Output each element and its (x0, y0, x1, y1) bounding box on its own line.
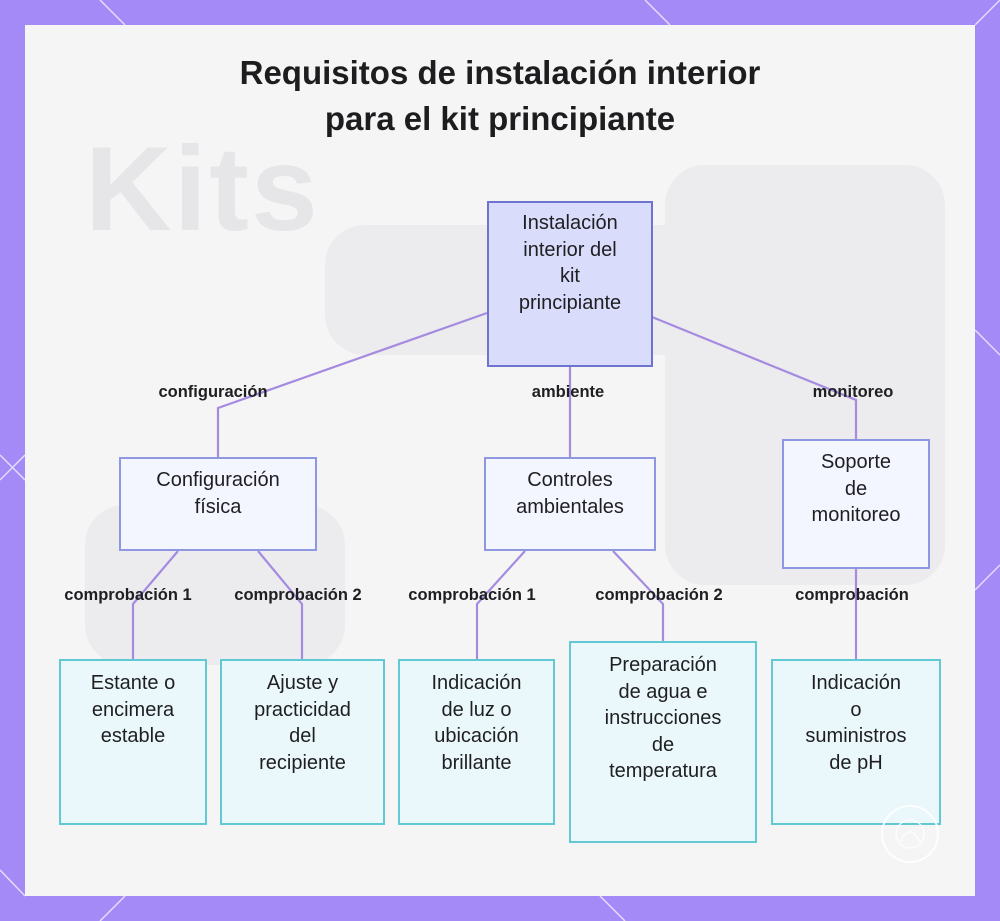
leaf-indicacion-ph: Indicación o suministros de pH (771, 659, 941, 825)
diagram-title: Requisitos de instalación interior para … (239, 54, 761, 137)
leaf-ajuste-recipiente: Ajuste y practicidad del recipiente (220, 659, 385, 825)
edge-label-monitoreo: monitoreo (812, 383, 894, 401)
edge-root-monitoreo (651, 315, 858, 439)
node-soporte-monitoreo: Soporte de monitoreo (782, 439, 930, 569)
edge-ambiente-child-2 (612, 550, 665, 641)
edge-label-config-check-1: comprobación 1 (64, 586, 192, 604)
leaf-estante-encimera: Estante o encimera estable (59, 659, 207, 825)
brand-logo-icon (881, 805, 939, 863)
leaf-preparacion-agua: Preparación de agua e instrucciones de t… (569, 641, 757, 843)
leaf-indicacion-luz: Indicación de luz o ubicación brillante (398, 659, 555, 825)
edge-config-child-2 (257, 550, 304, 659)
root-node: Instalación interior del kit principiant… (487, 201, 653, 367)
edge-label-ambiente-check-2: comprobación 2 (595, 586, 723, 604)
edge-label-ambiente-check-1: comprobación 1 (408, 586, 536, 604)
edge-label-configuracion: configuración (158, 383, 268, 401)
node-configuracion-fisica: Configuración física (119, 457, 317, 551)
edge-label-ambiente: ambiente (531, 383, 605, 401)
edge-label-monitoreo-check: comprobación (795, 586, 909, 604)
edge-label-config-check-2: comprobación 2 (234, 586, 362, 604)
edge-root-configuracion (216, 311, 488, 457)
edge-ambiente-child-1 (475, 550, 526, 659)
background-watermark: Kits (85, 122, 320, 256)
node-controles-ambientales: Controles ambientales (484, 457, 656, 551)
edge-config-child-1 (131, 550, 179, 659)
